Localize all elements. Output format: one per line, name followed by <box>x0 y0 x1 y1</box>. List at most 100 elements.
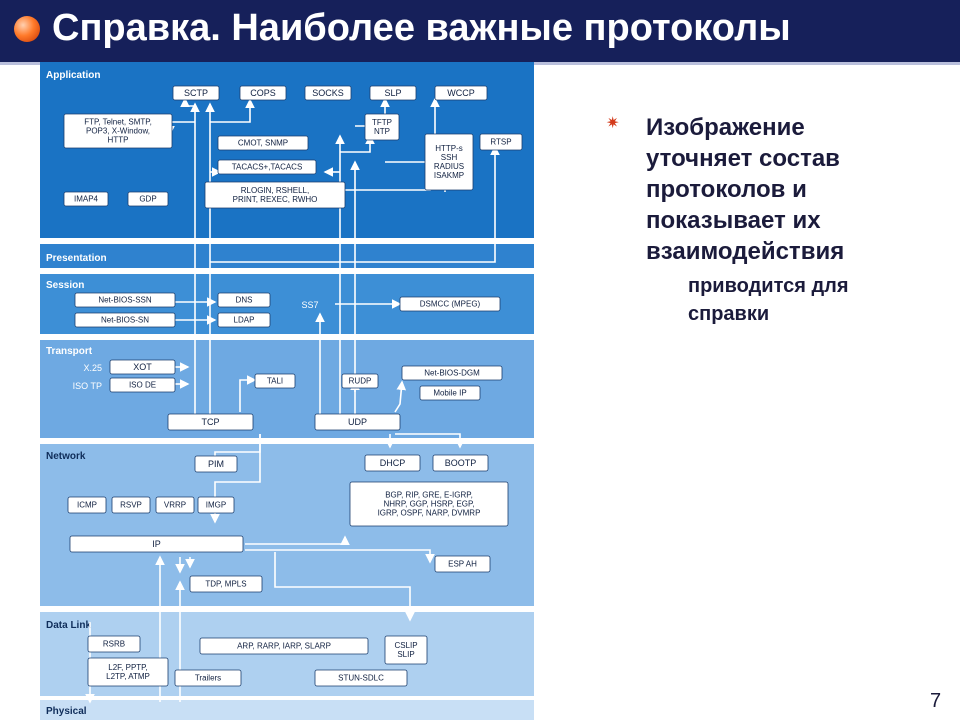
vrrp-box: VRRP <box>155 496 195 514</box>
https-box-label: HTTP-s <box>435 144 463 153</box>
stun-box: STUN-SDLC <box>314 669 408 687</box>
isode-box-frame <box>109 377 176 393</box>
ss7-label: SS7 <box>301 300 318 310</box>
rlogin-box-label: RLOGIN, RSHELL, <box>241 186 309 195</box>
https-box-label: SSH <box>441 153 458 162</box>
netbios-dgm-box-label: Net-BIOS-DGM <box>424 369 480 378</box>
cmot-box: CMOT, SNMP <box>217 135 309 151</box>
slp-box-frame <box>369 85 417 101</box>
imap4-box: IMAP4 <box>63 191 109 207</box>
ldap-box-frame <box>217 312 271 328</box>
netbios-dgm-box: Net-BIOS-DGM <box>401 365 503 381</box>
trailers-box-frame <box>174 669 242 687</box>
title-bullet-icon <box>14 16 40 42</box>
cops-box-label: COPS <box>250 88 276 98</box>
imap4-box-frame <box>63 191 109 207</box>
tftp-box-label: NTP <box>374 127 390 136</box>
sctp-box-frame <box>172 85 220 101</box>
bootp-box-frame <box>432 454 489 472</box>
tdp-mpls-box: TDP, MPLS <box>189 575 263 593</box>
rsvp-box: RSVP <box>111 496 151 514</box>
layer-label-application: Application <box>46 70 100 81</box>
page-number: 7 <box>930 690 942 712</box>
tali-box-frame <box>254 373 296 389</box>
arp-box-frame <box>199 637 369 655</box>
bgp-box-label: BGP, RIP, GRE, E-IGRP, <box>385 491 473 500</box>
rudp-box-label: RUDP <box>349 377 372 386</box>
bgp-box-label: NHRP, GGP, HSRP, EGP, <box>383 500 474 509</box>
bgp-box-frame <box>349 481 509 527</box>
cslip-box-label: CSLIP <box>394 641 417 650</box>
tftp-box-frame <box>364 113 400 141</box>
rudp-box: RUDP <box>341 373 379 389</box>
cops-box: COPS <box>239 85 287 101</box>
socks-box-frame <box>304 85 352 101</box>
l2f-box-label: L2F, PPTP, <box>108 663 147 672</box>
bullet-main-text: Изображение уточняет состав протоколов и… <box>646 114 845 265</box>
netbios-sn-box-label: Net-BIOS-SN <box>101 316 149 325</box>
xot-box-frame <box>109 359 176 375</box>
protocol-stack-diagram: Application Presentation Session Transpo… <box>40 62 534 720</box>
gdp-box-label: GDP <box>139 195 156 204</box>
bootp-box-label: BOOTP <box>445 458 477 468</box>
cmot-box-label: CMOT, SNMP <box>238 139 288 148</box>
rsvp-box-label: RSVP <box>120 501 142 510</box>
pim-box-label: PIM <box>208 459 224 469</box>
bootp-box: BOOTP <box>432 454 489 472</box>
dsmcc-box: DSMCC (MPEG) <box>399 296 501 312</box>
tcp-box-frame <box>167 413 254 431</box>
socks-box-label: SOCKS <box>312 88 344 98</box>
tacacs-box-label: TACACS+,TACACS <box>232 163 303 172</box>
dhcp-box-frame <box>364 454 421 472</box>
tdp-mpls-box-label: TDP, MPLS <box>205 580 246 589</box>
cops-box-frame <box>239 85 287 101</box>
sctp-box-label: SCTP <box>184 88 208 98</box>
rtsp-box: RTSP <box>479 133 523 151</box>
udp-box-frame <box>314 413 401 431</box>
bullet-sub-text: приводится для справки <box>688 275 849 325</box>
netbios-dgm-box-frame <box>401 365 503 381</box>
ldap-box: LDAP <box>217 312 271 328</box>
rlogin-box: RLOGIN, RSHELL,PRINT, REXEC, RWHO <box>204 181 346 209</box>
dsmcc-box-frame <box>399 296 501 312</box>
physical-layer <box>40 700 534 720</box>
netbios-sn-box-frame <box>74 312 176 328</box>
layer-label-physical: Physical <box>46 706 87 717</box>
icmp-box: ICMP <box>67 496 107 514</box>
dsmcc-box-label: DSMCC (MPEG) <box>420 300 481 309</box>
rsrb-box-frame <box>87 635 141 653</box>
cmot-box-frame <box>217 135 309 151</box>
rudp-box-frame <box>341 373 379 389</box>
pim-box-frame <box>194 455 238 473</box>
icmp-box-label: ICMP <box>77 501 97 510</box>
title-bar: Справка. Наиболее важные протоколы <box>0 0 960 62</box>
vrrp-box-frame <box>155 496 195 514</box>
wccp-box-frame <box>434 85 488 101</box>
stun-box-frame <box>314 669 408 687</box>
tacacs-box-frame <box>217 159 317 175</box>
rlogin-box-label: PRINT, REXEC, RWHO <box>233 195 318 204</box>
layer-label-presentation: Presentation <box>46 253 107 264</box>
tftp-box-label: TFTP <box>372 118 392 127</box>
xot-box-label: XOT <box>133 362 152 372</box>
dhcp-box: DHCP <box>364 454 421 472</box>
esp-ah-box: ESP AH <box>434 555 491 573</box>
presentation-layer <box>40 244 534 268</box>
imgp-box-frame <box>197 496 235 514</box>
ip-box-label: IP <box>152 539 161 549</box>
imap4-box-label: IMAP4 <box>74 195 99 204</box>
xot-box: XOT <box>109 359 176 375</box>
l2f-box-label: L2TP, ATMP <box>106 672 150 681</box>
netbios-ssn-box-frame <box>74 292 176 308</box>
cslip-box-label: SLIP <box>397 650 414 659</box>
tdp-mpls-box-frame <box>189 575 263 593</box>
ip-box: IP <box>69 535 244 553</box>
esp-ah-box-label: ESP AH <box>448 560 477 569</box>
dns-box-label: DNS <box>236 296 253 305</box>
socks-box: SOCKS <box>304 85 352 101</box>
tali-box: TALI <box>254 373 296 389</box>
l2f-box: L2F, PPTP,L2TP, ATMP <box>87 657 169 687</box>
